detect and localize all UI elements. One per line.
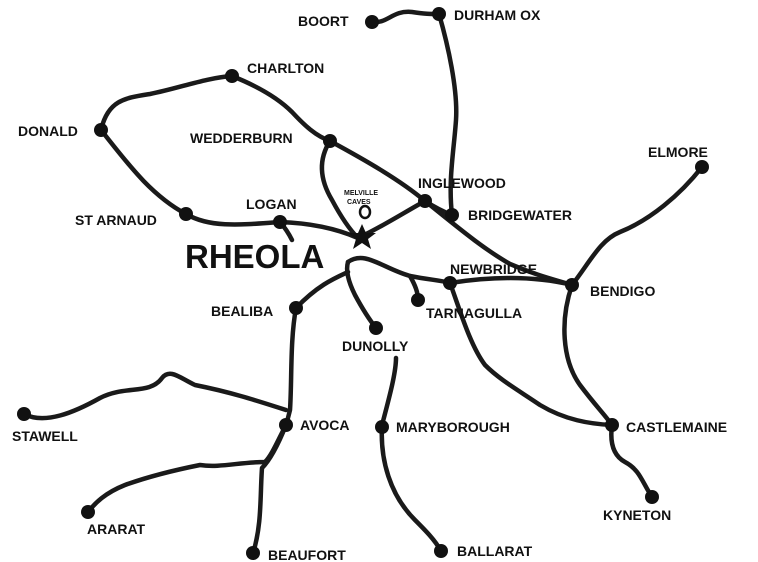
melville-caves-label-line1: MELVILLE [344, 190, 378, 197]
town-dot-ballarat[interactable] [434, 544, 448, 558]
road-wedderburn-inglewood [327, 138, 428, 204]
label-wedderburn: WEDDERBURN [190, 130, 293, 146]
town-dot-bealiba[interactable] [289, 301, 303, 315]
rheola-label: RHEOLA [185, 238, 324, 275]
town-markers [17, 7, 709, 560]
label-dunolly: DUNOLLY [342, 338, 409, 354]
label-bridgewater: BRIDGEWATER [468, 207, 572, 223]
road-elmore-bendigo [569, 164, 705, 288]
town-dot-boort[interactable] [365, 15, 379, 29]
road-boort-durhamox [369, 9, 442, 25]
town-dot-tarnagulla[interactable] [411, 293, 425, 307]
town-dot-inglewood[interactable] [418, 194, 432, 208]
road-stawell-avoca [21, 371, 289, 421]
label-durham-ox: DURHAM OX [454, 7, 541, 23]
rheola-star-icon[interactable] [348, 224, 376, 249]
town-dot-elmore[interactable] [695, 160, 709, 174]
town-dot-bridgewater[interactable] [445, 208, 459, 222]
label-bendigo: BENDIGO [590, 283, 655, 299]
label-elmore: ELMORE [648, 144, 708, 160]
town-dot-bendigo[interactable] [565, 278, 579, 292]
town-dot-charlton[interactable] [225, 69, 239, 83]
label-maryborough: MARYBOROUGH [396, 419, 510, 435]
label-tarnagulla: TARNAGULLA [426, 305, 522, 321]
melville-caves-marker[interactable] [358, 204, 372, 220]
label-st-arnaud: ST ARNAUD [75, 212, 157, 228]
label-beaufort: BEAUFORT [268, 547, 346, 562]
town-dot-logan[interactable] [273, 215, 287, 229]
road-avoca-beaufort [250, 422, 289, 556]
road-bendigo-castlemaine [562, 282, 615, 428]
label-ballarat: BALLARAT [457, 543, 533, 559]
road-dunolly-maryborough [379, 355, 399, 428]
town-dot-wedderburn[interactable] [323, 134, 337, 148]
town-dot-maryborough[interactable] [375, 420, 389, 434]
melville-caves-label-line2: CAVES [347, 199, 371, 206]
road-donald-starnaud [98, 127, 189, 217]
town-dot-newbridge[interactable] [443, 276, 457, 290]
label-bealiba: BEALIBA [211, 303, 273, 319]
town-dot-st-arnaud[interactable] [179, 207, 193, 221]
label-logan: LOGAN [246, 196, 297, 212]
road-starnaud-logan [183, 211, 283, 227]
town-dot-castlemaine[interactable] [605, 418, 619, 432]
road-wedderburn-rheola [319, 138, 361, 241]
town-labels: RHEOLA BOORT DURHAM OX CHARLTON DONALD W… [12, 7, 727, 562]
label-stawell: STAWELL [12, 428, 78, 444]
label-ararat: ARARAT [87, 521, 146, 537]
road-rheola-newbridge [345, 255, 453, 286]
road-newbridge-castlemaine [447, 280, 615, 428]
town-dot-ararat[interactable] [81, 505, 95, 519]
road-maryborough-ballarat [379, 422, 444, 554]
road-bealiba-avoca [283, 305, 299, 428]
road-durhamox-bridgewater [436, 11, 459, 218]
road-rheola-bealiba [293, 269, 351, 311]
label-charlton: CHARLTON [247, 60, 324, 76]
road-donald-charlton [98, 73, 235, 133]
town-dot-avoca[interactable] [279, 418, 293, 432]
town-dot-stawell[interactable] [17, 407, 31, 421]
town-dot-dunolly[interactable] [369, 321, 383, 335]
label-avoca: AVOCA [300, 417, 350, 433]
road-castlemaine-kyneton [609, 422, 655, 500]
label-castlemaine: CASTLEMAINE [626, 419, 727, 435]
label-kyneton: KYNETON [603, 507, 671, 523]
town-dot-beaufort[interactable] [246, 546, 260, 560]
label-newbridge: NEWBRIDGE [450, 261, 537, 277]
road-avoca-ararat [85, 422, 289, 515]
label-donald: DONALD [18, 123, 78, 139]
label-boort: BOORT [298, 13, 349, 29]
road-newbridge-bendigo [447, 275, 575, 288]
label-inglewood: INGLEWOOD [418, 175, 506, 191]
road-rheola-dunolly [344, 259, 379, 331]
town-dot-kyneton[interactable] [645, 490, 659, 504]
town-dot-durham-ox[interactable] [432, 7, 446, 21]
town-dot-donald[interactable] [94, 123, 108, 137]
road-charlton-wedderburn [229, 73, 333, 144]
